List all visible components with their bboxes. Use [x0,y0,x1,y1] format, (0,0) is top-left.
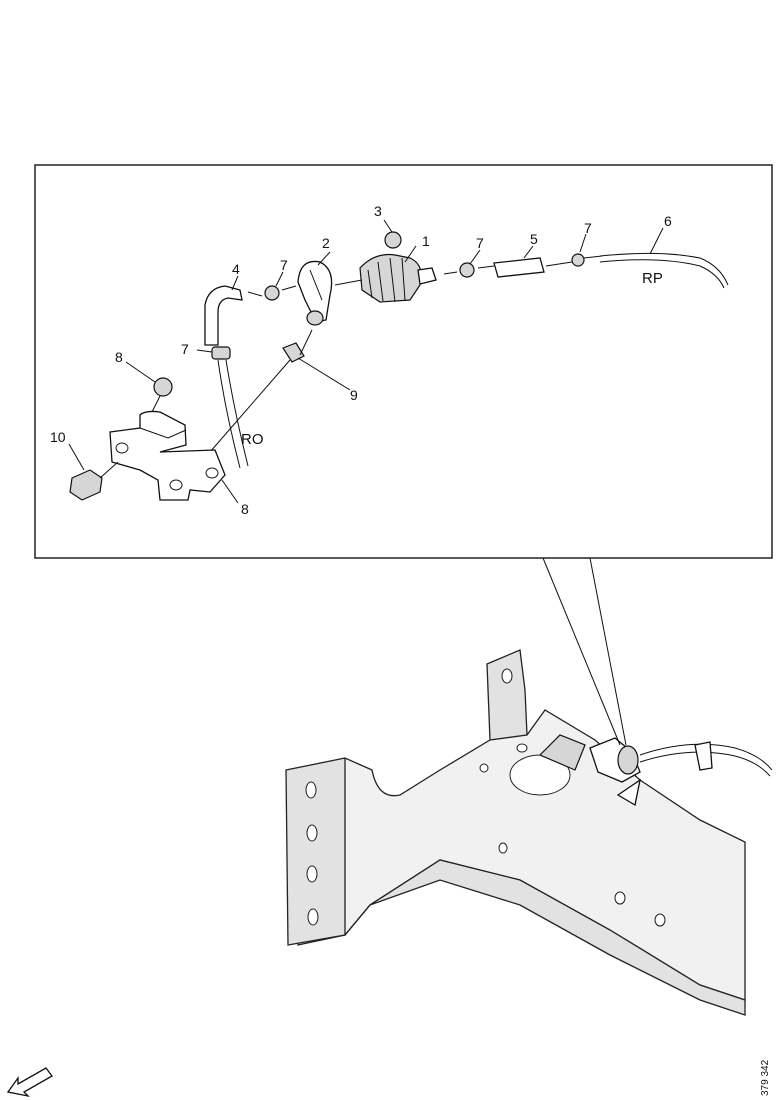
callout-10: 10 [50,429,66,445]
callout-2: 2 [322,235,330,251]
callout-7-a: 7 [280,257,288,273]
callout-8-b: 8 [241,501,249,517]
callout-9: 9 [350,387,358,403]
callout-1: 1 [422,233,430,249]
nut-8 [153,377,173,397]
chassis-crossmember [285,649,773,1016]
tag-rp: RP [642,270,663,287]
sensor-body [359,253,422,303]
reference-number: 379 342 [760,1059,771,1096]
callout-3: 3 [374,203,382,219]
callout-labels: 1 2 3 4 5 6 7 7 7 7 8 8 9 10 [50,203,672,517]
leader-lines [68,219,664,504]
bolt [69,469,103,501]
callout-5: 5 [530,231,538,247]
callout-7-c: 7 [584,220,592,236]
zoom-leader-lines [542,557,627,746]
callout-8-a: 8 [115,349,123,365]
detail-frame [34,164,773,559]
elbow-hose [204,285,243,346]
tag-ro: RO [241,431,264,448]
callout-7-d: 7 [181,341,189,357]
callout-4: 4 [232,261,240,277]
clip-9 [282,342,305,363]
nut-top [384,231,402,249]
bracket [109,410,226,501]
detail-parts [69,231,729,501]
callout-7-b: 7 [476,235,484,251]
clamp [297,260,333,323]
arrow-icon [6,1067,53,1098]
sleeve [493,257,545,278]
callout-6: 6 [664,213,672,229]
